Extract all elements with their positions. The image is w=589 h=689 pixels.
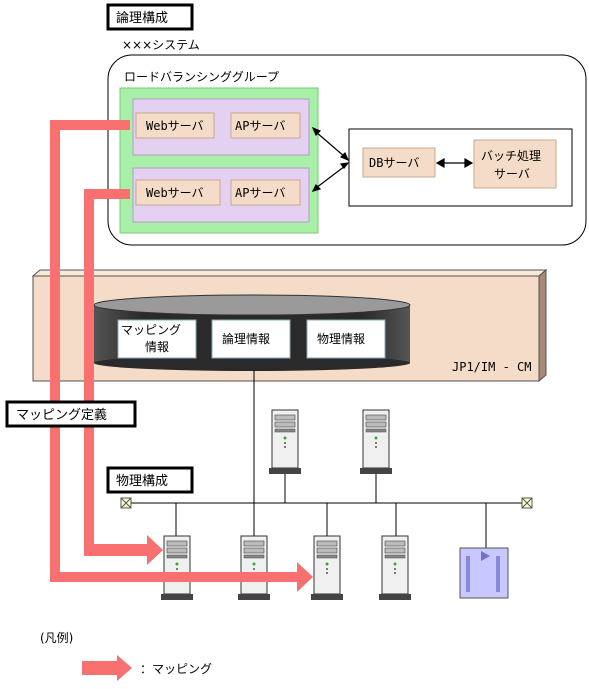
svg-text:マッピング定義: マッピング定義: [16, 407, 107, 423]
logical-info-label: 論理情報: [222, 331, 270, 346]
mapping-info-label-1: マッピング: [121, 323, 181, 337]
db-server: [362, 147, 436, 178]
legend-mapping-label: ：マッピング: [140, 662, 212, 676]
svg-text:論理構成: 論理構成: [116, 10, 168, 26]
logical-config-label: 論理構成: [106, 3, 194, 31]
ap-server-2-label: APサーバ: [235, 186, 285, 200]
terminator-right-icon: [521, 497, 533, 509]
web-server-2-label: Webサーバ: [146, 186, 204, 200]
physical-config-label: 物理構成: [106, 466, 194, 494]
system-name: ×××システム: [122, 38, 200, 52]
ap-server-1: [230, 112, 301, 139]
ap-server-2: [230, 179, 301, 206]
connector-arrows: [311, 126, 474, 192]
physical-info-label: 物理情報: [317, 332, 365, 346]
server-tower-icon: [378, 535, 412, 601]
server-tower-icon: [310, 535, 344, 601]
mapping-info-box: [117, 319, 197, 359]
physical-info-box: [306, 319, 386, 359]
server-tower-icon: [160, 535, 194, 601]
server-tower-icon: [268, 409, 302, 475]
batch-server: [473, 139, 557, 189]
web-server-1: [135, 112, 215, 139]
server-tower-icon: [359, 409, 393, 475]
server-tower-icon: [237, 535, 271, 601]
mapping-info-label-2: 情報: [145, 340, 169, 354]
batch-server-label-1: バッチ処理: [481, 149, 541, 163]
terminator-left-icon: [120, 497, 132, 509]
jp1-label: JP1/IM - CM: [452, 360, 531, 374]
web-server-1-label: Webサーバ: [146, 119, 204, 133]
mapping-definition-label: マッピング定義: [5, 400, 137, 428]
db-server-label: DBサーバ: [369, 156, 419, 170]
ap-server-1-label: APサーバ: [235, 119, 285, 133]
logical-info-box: [211, 319, 291, 359]
network-lines: [130, 370, 524, 548]
web-server-2: [135, 179, 221, 206]
storage-device-icon: [459, 547, 509, 599]
lb-group-label: ロードバランシンググループ: [124, 70, 279, 84]
svg-text:物理構成: 物理構成: [116, 474, 168, 489]
legend-arrow-icon: [82, 655, 132, 681]
batch-server-label-2: サーバ: [494, 167, 530, 181]
mapping-arrow-2: [84, 189, 163, 565]
legend-title: (凡例): [40, 631, 73, 645]
